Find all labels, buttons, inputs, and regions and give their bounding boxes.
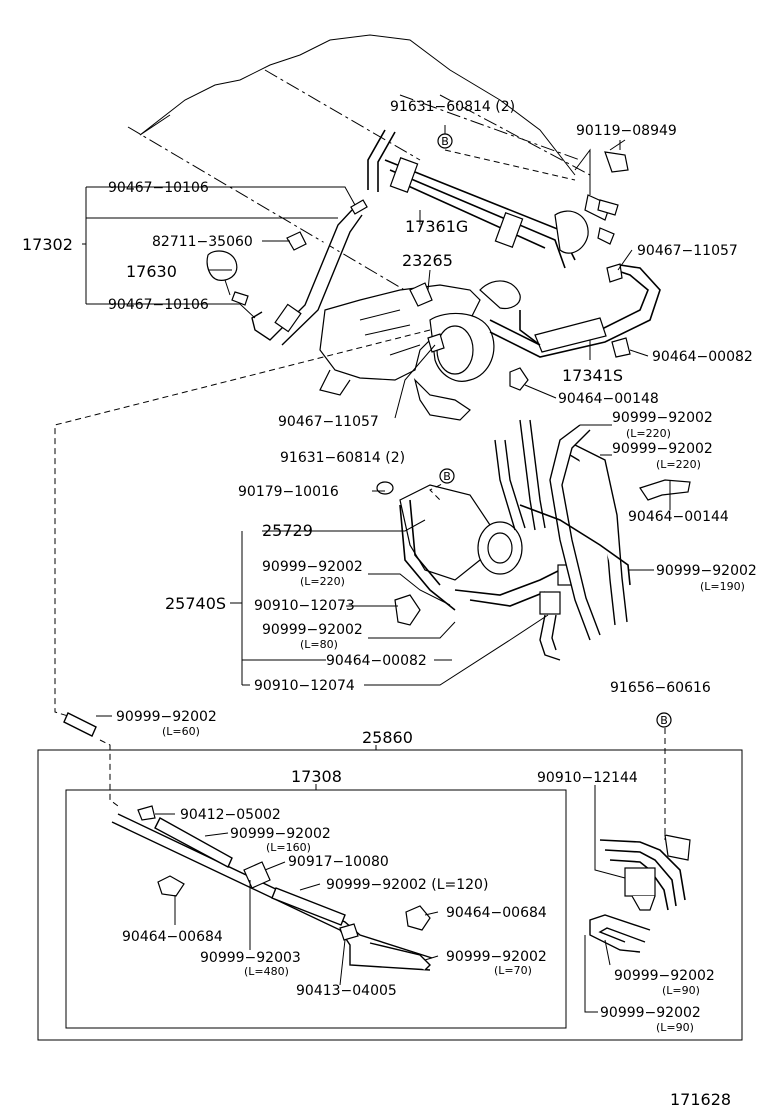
label-90999-60: 90999−92002 [116, 709, 217, 725]
figure-number: 171628 [670, 1090, 731, 1109]
label-90464-00684-l: 90464−00684 [122, 929, 223, 945]
label-90467-10106-b: 90467−10106 [108, 297, 209, 313]
label-90917: 90917−10080 [288, 854, 389, 870]
label-90999-220-c: 90999−92002 [262, 559, 363, 575]
label-90910-12144: 90910−12144 [537, 770, 638, 786]
kit-17308-parts [111, 805, 439, 986]
label-90464-00148: 90464−00148 [558, 391, 659, 407]
label-17361g: 17361G [405, 217, 468, 236]
label-90999-70: 90999−92002 [446, 949, 547, 965]
label-90999-120: 90999−92002 (L=120) [326, 877, 488, 893]
marker-b-bottom-label: B [660, 714, 668, 727]
marker-b-mid: B [439, 468, 455, 484]
label-90999-80-len: (L=80) [300, 638, 338, 651]
bolt-90119 [597, 139, 629, 245]
label-17630: 17630 [126, 262, 177, 281]
label-90999-190-len: (L=190) [700, 580, 745, 593]
label-17341s: 17341S [562, 366, 623, 385]
hose-assembly-17302 [206, 199, 368, 346]
label-90467-10106-a: 90467−10106 [108, 180, 209, 196]
label-90119: 90119−08949 [576, 123, 677, 139]
marker-b-top-label: B [441, 135, 449, 148]
label-91631-mid: 91631−60814 (2) [280, 450, 405, 466]
label-25729: 25729 [262, 521, 313, 540]
label-17308: 17308 [291, 767, 342, 786]
label-90464-00144: 90464−00144 [628, 509, 729, 525]
label-25860: 25860 [362, 728, 413, 747]
label-90910-12074: 90910−12074 [254, 678, 355, 694]
label-90999-160: 90999−92002 [230, 826, 331, 842]
engine-outline [127, 34, 591, 306]
bracket-90464-00144 [639, 479, 691, 501]
label-90999-90-b: 90999−92002 [600, 1005, 701, 1021]
label-90999-90-b-len: (L=90) [656, 1021, 694, 1034]
marker-b-bottom: B [656, 712, 672, 728]
label-90999-190: 90999−92002 [656, 563, 757, 579]
label-90999-220-a: 90999−92002 [612, 410, 713, 426]
label-90910-12073: 90910−12073 [254, 598, 355, 614]
label-90999-220-c-len: (L=220) [300, 575, 345, 588]
label-91656: 91656−60616 [610, 680, 711, 696]
label-90413: 90413−04005 [296, 983, 397, 999]
label-90999-90-a: 90999−92002 [614, 968, 715, 984]
fuel-pipe-17361g [367, 129, 611, 269]
egr-assembly-25729 [376, 481, 581, 626]
label-90999-480-len: (L=480) [244, 965, 289, 978]
label-90999-220-a-len: (L=220) [626, 427, 671, 440]
label-17302: 17302 [22, 235, 73, 254]
label-25740s: 25740S [165, 594, 226, 613]
label-90999-70-len: (L=70) [494, 964, 532, 977]
label-90464-00082-r: 90464−00082 [652, 349, 753, 365]
clamps-23265 [409, 263, 631, 391]
label-91631-top: 91631−60814 (2) [390, 99, 515, 115]
vacuum-hoses [494, 419, 631, 661]
label-90464-00082-m: 90464−00082 [326, 653, 427, 669]
label-90999-480: 90999−92003 [200, 950, 301, 966]
marker-b-mid-label: B [443, 470, 451, 483]
kit-box-25860 [37, 745, 743, 1041]
fuel-pipe-17341s [489, 264, 661, 358]
label-90999-160-len: (L=160) [266, 841, 311, 854]
label-23265: 23265 [402, 251, 453, 270]
part-labels: 91631−60814 (2) 90119−08949 90467−10106 … [22, 99, 757, 1109]
label-82711: 82711−35060 [152, 234, 253, 250]
label-90999-220-b: 90999−92002 [612, 441, 713, 457]
label-90999-220-b-len: (L=220) [656, 458, 701, 471]
label-90999-60-len: (L=60) [162, 725, 200, 738]
label-90179: 90179−10016 [238, 484, 339, 500]
leader-lines [54, 125, 671, 840]
label-90999-90-a-len: (L=90) [662, 984, 700, 997]
vsv-90910-12144 [584, 785, 691, 1013]
label-90412: 90412−05002 [180, 807, 281, 823]
label-90999-80: 90999−92002 [262, 622, 363, 638]
label-90467-11057-r: 90467−11057 [637, 243, 738, 259]
marker-b-top: B [437, 133, 453, 149]
label-90467-11057-l: 90467−11057 [278, 414, 379, 430]
label-90464-00684-r: 90464−00684 [446, 905, 547, 921]
hose-l60 [63, 712, 97, 737]
intake-manifold [319, 280, 521, 421]
